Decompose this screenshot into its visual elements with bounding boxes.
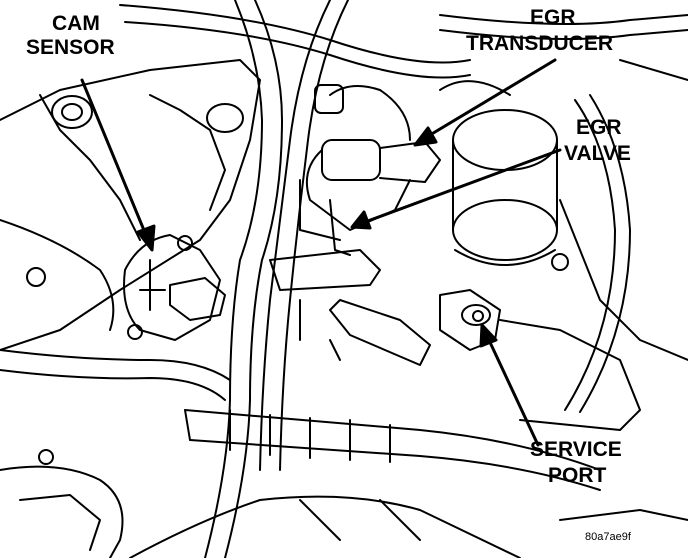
callout-arrows	[80, 58, 562, 447]
cam-sensor-label-line2: SENSOR	[26, 36, 115, 59]
figure-code: 80a7ae9f	[585, 531, 632, 543]
egr-valve-label-line2: VALVE	[564, 142, 631, 165]
egr-transducer-arrow	[413, 58, 557, 147]
labels: CAM SENSOR EGR TRANSDUCER EGR VALVE SERV…	[26, 6, 632, 543]
service-port-label-line1: SERVICE	[530, 438, 622, 461]
egr-valve-arrow	[350, 148, 562, 230]
cam-sensor-arrow	[80, 78, 156, 252]
cam-sensor-label-line1: CAM	[52, 12, 100, 35]
egr-transducer-label-line1: EGR	[530, 6, 576, 29]
service-port-label-line2: PORT	[548, 464, 607, 487]
egr-transducer-label-line2: TRANSDUCER	[466, 32, 613, 55]
service-port-arrow	[479, 323, 540, 447]
egr-valve-label-line1: EGR	[576, 116, 622, 139]
